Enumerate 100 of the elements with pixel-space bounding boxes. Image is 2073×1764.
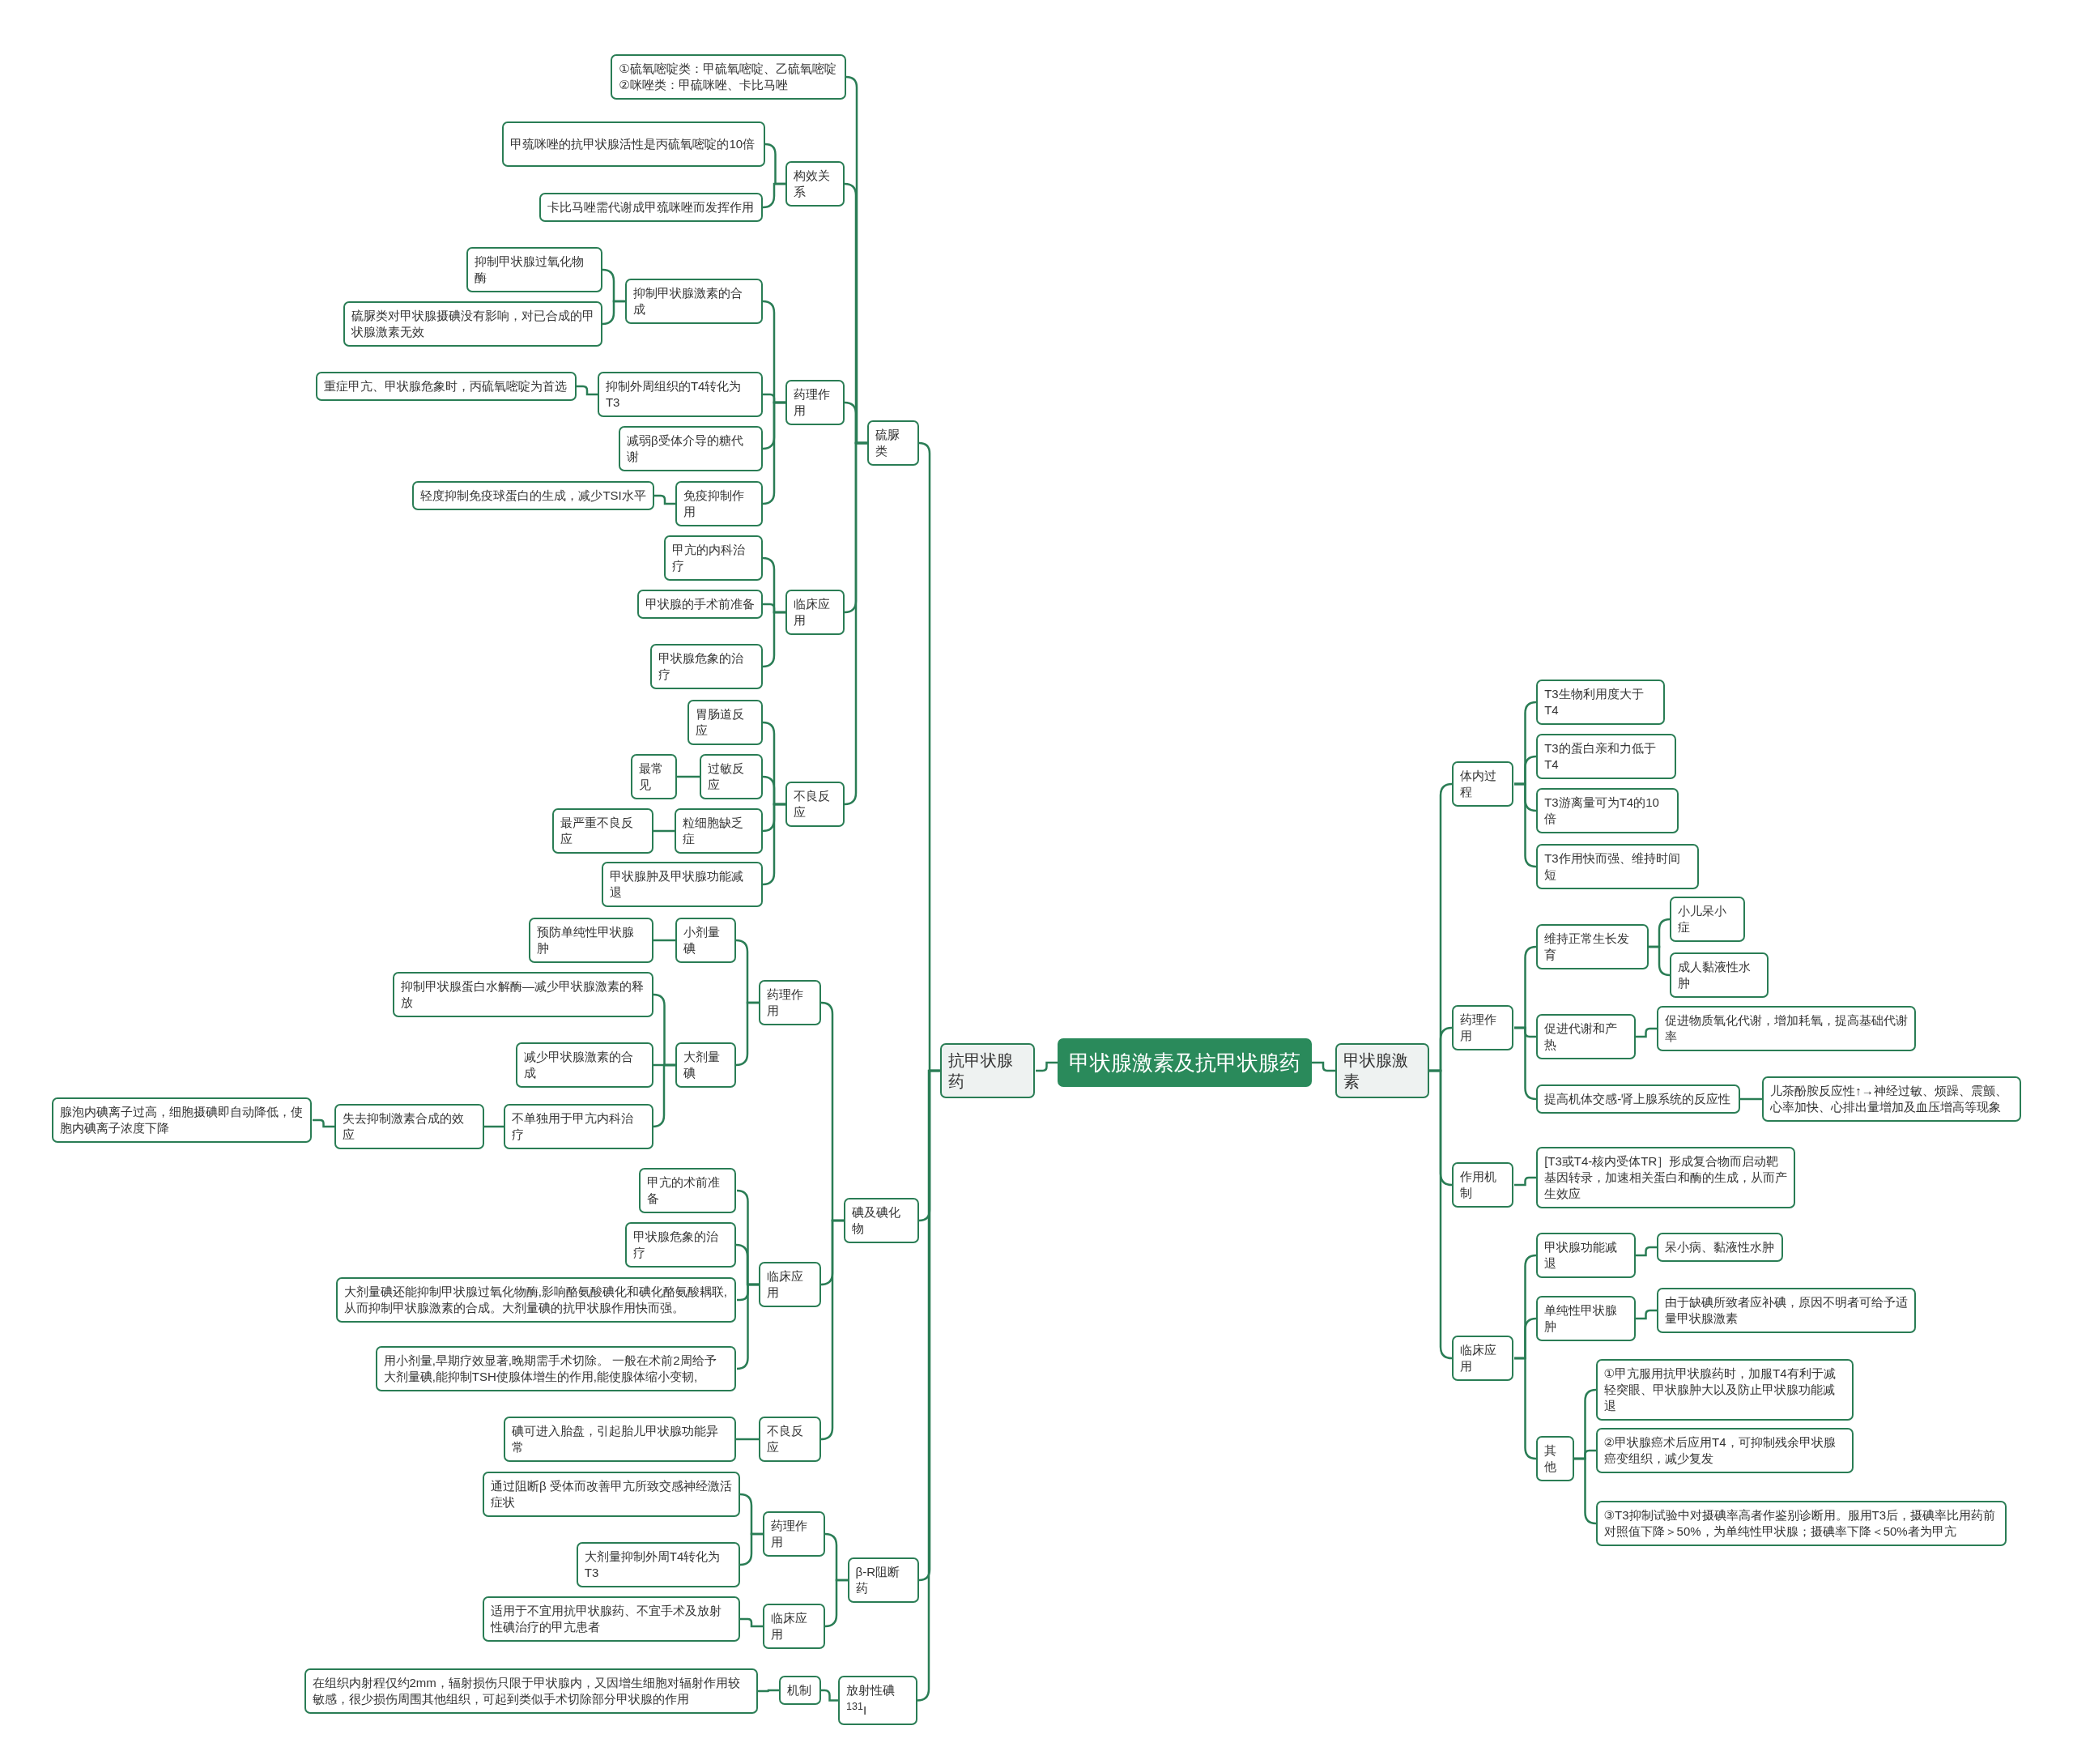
central-topic-box: 甲状腺激素及抗甲状腺药 <box>1058 1038 1312 1088</box>
topic-box: 碘可进入胎盘，引起胎儿甲状腺功能异常 <box>504 1416 737 1462</box>
topic-box: 通过阻断β 受体而改善甲亢所致交感神经激活症状 <box>482 1472 741 1518</box>
topic-box: 轻度抑制免疫球蛋白的生成，减少TSI水平 <box>412 481 655 511</box>
topic-box: 减少甲状腺激素的合成 <box>515 1042 653 1088</box>
topic-box: 过敏反应 <box>699 753 764 799</box>
topic-box: 甲状腺肿及甲状腺功能减退 <box>601 862 763 908</box>
topic-box: 药理作用 <box>759 979 821 1025</box>
topic-box: [T3或T4-核内受体TR］形成复合物而启动靶基因转录，加速相关蛋白和酶的生成，从而产生效应 <box>1536 1146 1796 1208</box>
connector-line <box>313 1118 334 1128</box>
topic-box: 大剂量碘还能抑制甲状腺过氧化物酶,影响酪氨酸碘化和碘化酪氨酸耦联,从而抑制甲状腺激素的合成。大剂量碘的抗甲状腺作用快而强。 <box>335 1277 737 1323</box>
topic-box: 体内过程 <box>1451 761 1514 807</box>
topic-box: 硫脲类 <box>867 420 919 467</box>
topic-box: 甲状腺的手术前准备 <box>636 590 764 620</box>
topic-box: 失去抑制激素合成的效应 <box>334 1104 484 1150</box>
connector-line <box>819 1219 844 1441</box>
topic-box: 抑制外周组织的T4转化为T3 <box>597 371 764 417</box>
connector-line <box>1649 945 1671 977</box>
topic-box: 甲巯咪唑的抗甲状腺活性是丙硫氧嘧啶的10倍 <box>502 121 766 167</box>
connector-line <box>1514 1357 1538 1460</box>
topic-box: 甲亢的内科治疗 <box>663 535 763 582</box>
topic-box: 甲状腺危象的治疗 <box>625 1221 737 1268</box>
topic-box: 适用于不宜用抗甲状腺药、不宜手术及放射性碘治疗的甲亢患者 <box>482 1596 741 1642</box>
topic-box: 促进代谢和产热 <box>1536 1014 1636 1060</box>
topic-box: 免疫抑制作用 <box>675 481 764 527</box>
topic-box: 维持正常生长发育 <box>1536 924 1649 970</box>
topic-box: 放射性碘$^{131}$I <box>838 1675 918 1725</box>
topic-box: 小剂量碘 <box>675 918 737 964</box>
connector-line <box>654 494 675 505</box>
topic-box: 大剂量碘 <box>675 1042 737 1088</box>
topic-box: 碘及碘化物 <box>843 1198 919 1244</box>
topic-box: 不良反应 <box>785 781 845 827</box>
connector-line <box>1635 1309 1657 1320</box>
topic-box: T3作用快而强、维持时间短 <box>1536 843 1699 889</box>
topic-box: 卡比马唑需代谢成甲巯咪唑而发挥作用 <box>539 193 763 223</box>
topic-box: 药理作用 <box>763 1511 825 1557</box>
topic-box: ②甲状腺癌术后应用T4，可抑制残余甲状腺癌变组织，减少复发 <box>1595 1428 1854 1474</box>
topic-box: 作用机制 <box>1451 1162 1514 1208</box>
connector-line <box>677 775 700 778</box>
connector-line <box>821 1689 838 1702</box>
connector-line <box>1514 782 1538 868</box>
connector-line <box>1635 1246 1657 1257</box>
main-branch-box: 甲状腺激素 <box>1334 1043 1429 1099</box>
topic-box: 儿茶酚胺反应性↑→神经过敏、烦躁、震颤、心率加快、心排出量增加及血压增高等现象 <box>1762 1076 2022 1122</box>
topic-box: 药理作用 <box>1451 1004 1514 1050</box>
connector-line <box>758 1689 779 1693</box>
topic-box: 单纯性甲状腺肿 <box>1536 1296 1636 1341</box>
topic-box: 甲状腺功能减退 <box>1536 1232 1636 1278</box>
topic-box: 临床应用 <box>763 1604 825 1650</box>
topic-box: 临床应用 <box>1451 1335 1514 1381</box>
connector-line <box>483 1125 504 1128</box>
topic-box: ①甲亢服用抗甲状腺药时，加服T4有利于减轻突眼、甲状腺肿大以及防止甲状腺功能减退 <box>1595 1359 1854 1421</box>
topic-box: 在组织内射程仅约2mm，辐射损伤只限于甲状腺内，又因增生细胞对辐射作用较敏感，很少损伤周围其他组织，可起到类似手术切除部分甲状腺的作用 <box>304 1668 758 1715</box>
topic-box: 提高机体交感-肾上腺系统的反应性 <box>1536 1084 1740 1114</box>
connector-line <box>577 385 598 396</box>
topic-box: 由于缺碘所致者应补碘，原因不明者可给予适量甲状腺激素 <box>1656 1288 1916 1334</box>
topic-box: 不良反应 <box>759 1416 821 1462</box>
connector-line <box>653 829 675 833</box>
topic-box: 不单独用于甲亢内科治疗 <box>504 1104 653 1150</box>
connector-line <box>824 1579 848 1628</box>
topic-box: 构效关系 <box>785 161 845 207</box>
connector-line <box>735 1283 759 1370</box>
topic-box: 预防单纯性甲状腺肿 <box>529 918 653 964</box>
topic-box: 临床应用 <box>785 590 845 636</box>
topic-box: 抑制甲状腺激素的合成 <box>625 279 763 325</box>
topic-box: 粒细胞缺乏症 <box>674 807 763 854</box>
topic-box: 呆小病、黏液性水肿 <box>1656 1232 1784 1262</box>
topic-box: 大剂量抑制外周T4转化为T3 <box>576 1541 741 1587</box>
connector-line <box>1514 1176 1536 1187</box>
connector-line <box>736 1438 759 1441</box>
topic-box: 甲状腺危象的治疗 <box>650 644 763 690</box>
connector-line <box>1514 1026 1538 1101</box>
topic-box: 临床应用 <box>759 1261 821 1307</box>
topic-box: 减弱β受体介导的糖代谢 <box>619 425 764 471</box>
topic-box: 最严重不良反应 <box>552 807 653 854</box>
topic-box: 抑制甲状腺过氧化物酶 <box>466 247 603 293</box>
topic-box: 最常见 <box>630 753 677 799</box>
topic-box: 重症甲亢、甲状腺危象时，丙硫氧嘧啶为首选 <box>316 371 577 401</box>
topic-box: 抑制甲状腺蛋白水解酶—减少甲状腺激素的释放 <box>392 972 653 1017</box>
topic-box: T3的蛋白亲和力低于T4 <box>1536 734 1677 780</box>
topic-box: 促进物质氧化代谢，增加耗氧，提高基础代谢率 <box>1656 1006 1916 1052</box>
topic-box: β-R阻断药 <box>847 1557 919 1604</box>
connector-line <box>1635 1027 1657 1038</box>
topic-box: 胃肠道反应 <box>687 699 763 745</box>
topic-box: ③T3抑制试验中对摄碘率高者作鉴别诊断用。服用T3后，摄碘率比用药前对照值下降＞50%，为单纯性甲状腺；摄碘率下降＜50%者为甲亢 <box>1595 1501 2007 1547</box>
connector-line <box>1036 1061 1058 1072</box>
topic-box: 药理作用 <box>785 379 845 425</box>
topic-box: 用小剂量,早期疗效显著,晚期需手术切除。 一般在术前2周给予大剂量碘,能抑制TSH使腺体增生的作用,能使腺体缩小变韧, <box>375 1346 737 1392</box>
topic-box: T3游离量可为T4的10倍 <box>1536 788 1679 834</box>
topic-box: 甲亢的术前准备 <box>638 1167 737 1213</box>
topic-box: 机制 <box>778 1675 821 1705</box>
main-branch-box: 抗甲状腺药 <box>939 1043 1036 1099</box>
topic-box: 成人黏液性水肿 <box>1670 952 1769 998</box>
topic-box: 其他 <box>1536 1436 1575 1482</box>
topic-box: ①硫氧嘧啶类：甲硫氧嘧啶、乙硫氧嘧啶 ②咪唑类：甲硫咪唑、卡比马唑 <box>611 53 846 100</box>
connector-line <box>1739 1097 1762 1101</box>
topic-box: 腺泡内碘离子过高，细胞摄碘即自动降低，使胞内碘离子浓度下降 <box>51 1097 313 1144</box>
topic-box: T3生物利用度大于T4 <box>1536 680 1665 726</box>
connector-line <box>740 1617 763 1628</box>
connector-line <box>653 939 675 942</box>
